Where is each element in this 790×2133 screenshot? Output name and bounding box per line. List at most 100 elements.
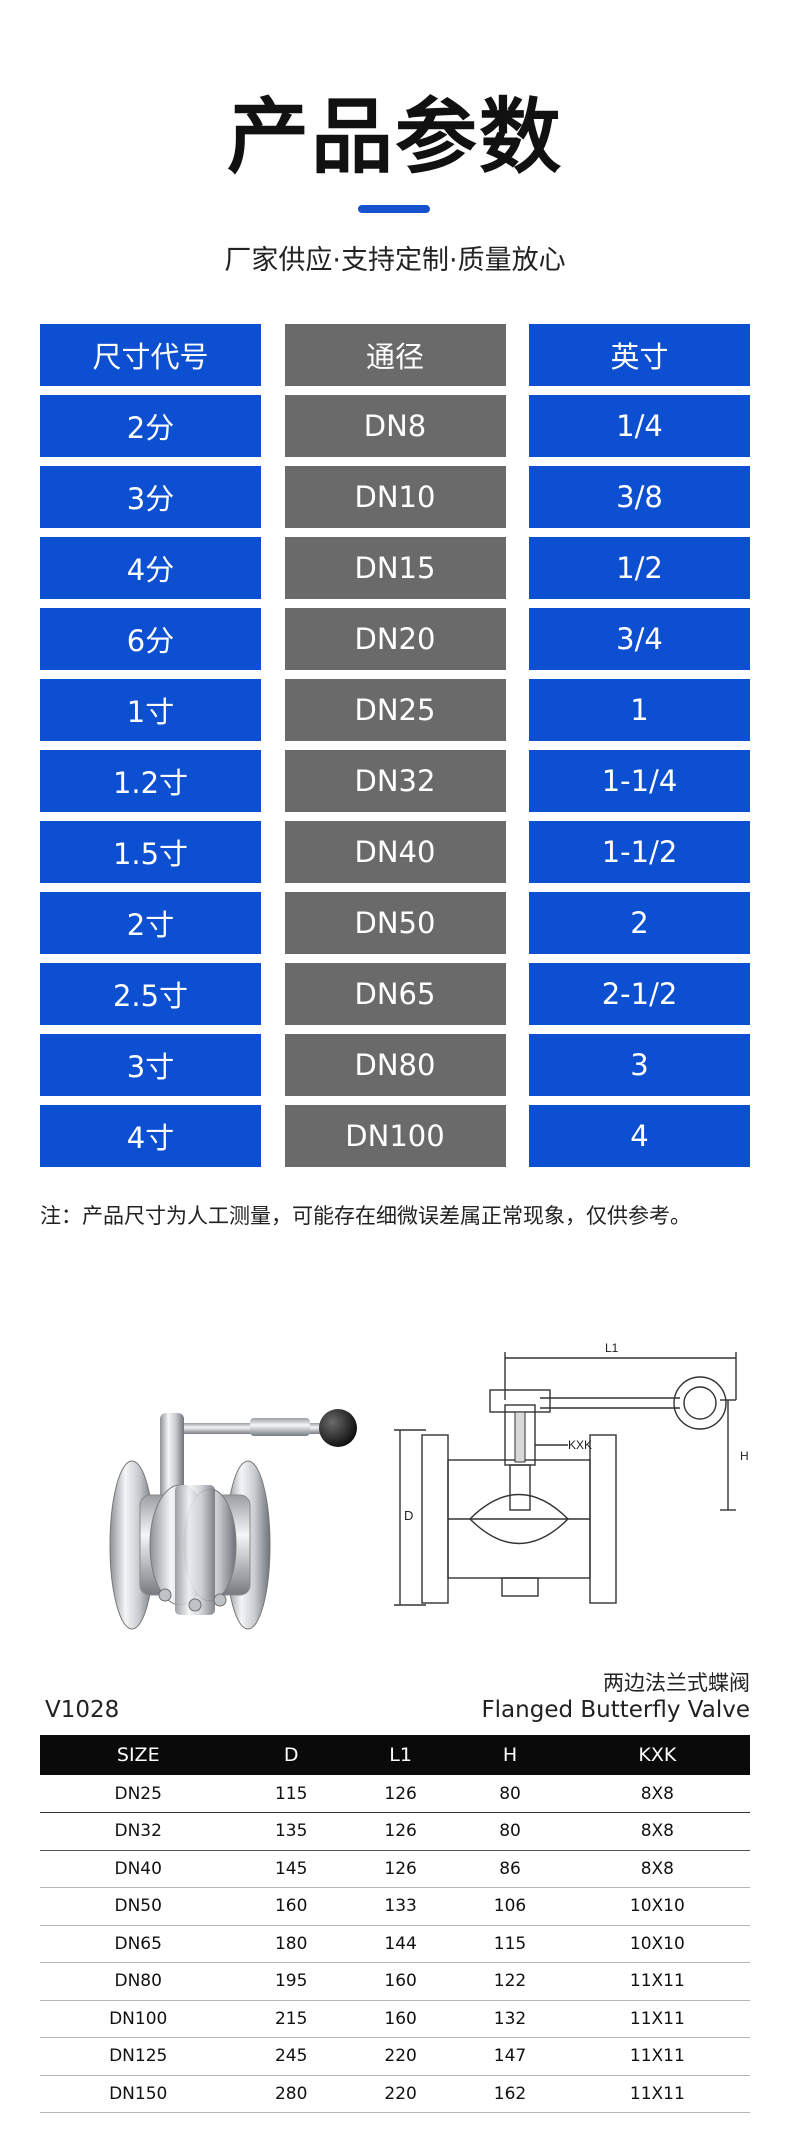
table-row: DN100 215 160 132 11X11 [40, 2000, 750, 2038]
cell-d: 215 [236, 2000, 346, 2038]
cell-kxk: 8X8 [564, 1812, 750, 1851]
col-kxk: KXK [564, 1735, 750, 1775]
model-code: V1028 [45, 1697, 120, 1723]
cell-kxk: 8X8 [564, 1850, 750, 1888]
spec-cell-size-code: 1寸 [40, 679, 261, 741]
cell-kxk: 11X11 [564, 2000, 750, 2038]
spec-cell-inch: 1 [529, 679, 750, 741]
spec-cell-inch: 1/2 [529, 537, 750, 599]
cell-d: 180 [236, 1925, 346, 1963]
cell-size: DN150 [40, 2075, 237, 2113]
title-underline [358, 205, 430, 213]
spec-cell-size-code: 3分 [40, 466, 261, 528]
spec-cell-size-code: 1.2寸 [40, 750, 261, 812]
cell-l1: 133 [345, 1887, 456, 1926]
label-kxk: KXK [568, 1438, 592, 1452]
cell-h: 122 [455, 1962, 565, 2001]
spec-header-inch: 英寸 [529, 324, 750, 386]
spec-cell-bore: DN50 [284, 892, 506, 954]
valve-drawing: L1 KXK H D [394, 1341, 749, 1606]
spec-header-bore: 通径 [284, 324, 506, 386]
col-d: D [236, 1735, 346, 1775]
cell-size: DN40 [40, 1850, 237, 1888]
cell-size: DN80 [40, 1962, 237, 2001]
valve-photo [109, 1409, 357, 1630]
cell-h: 86 [455, 1850, 565, 1888]
table-row: DN32 135 126 80 8X8 [40, 1812, 750, 1851]
cell-h: 106 [455, 1887, 565, 1926]
spec-cell-inch: 3 [529, 1034, 750, 1096]
page-title: 产品参数 [226, 90, 563, 185]
col-h: H [455, 1735, 565, 1775]
cell-l1: 160 [345, 1962, 456, 2001]
cell-l1: 126 [345, 1812, 456, 1851]
cell-h: 147 [455, 2037, 565, 2076]
spec-cell-bore: DN32 [284, 750, 506, 812]
cell-size: DN65 [40, 1925, 237, 1963]
spec-cell-inch: 1-1/4 [529, 750, 750, 812]
spec-row: 3分 DN10 3/8 [40, 466, 750, 528]
table-row: DN150 280 220 162 11X11 [40, 2075, 750, 2113]
cell-kxk: 8X8 [564, 1775, 750, 1813]
spec-row: 2寸 DN50 2 [40, 892, 750, 954]
spec-cell-bore: DN15 [284, 537, 506, 599]
spec-cell-size-code: 2寸 [40, 892, 261, 954]
spec-cell-inch: 3/8 [529, 466, 750, 528]
spec-cell-bore: DN8 [284, 395, 506, 457]
cell-l1: 126 [345, 1775, 456, 1813]
spec-row: 2.5寸 DN65 2-1/2 [40, 963, 750, 1025]
dimension-table: SIZE D L1 H KXK DN25 115 126 80 8X8 DN32… [40, 1735, 750, 2113]
cell-size: DN50 [40, 1887, 237, 1926]
table-row: DN80 195 160 122 11X11 [40, 1962, 750, 2001]
spec-row: 1.5寸 DN40 1-1/2 [40, 821, 750, 883]
cell-d: 145 [236, 1850, 346, 1888]
spec-row: 1寸 DN25 1 [40, 679, 750, 741]
table-row: DN25 115 126 80 8X8 [40, 1775, 750, 1813]
cell-d: 280 [236, 2075, 346, 2113]
cell-h: 80 [455, 1812, 565, 1851]
cell-size: DN25 [40, 1775, 237, 1813]
spec-cell-inch: 2-1/2 [529, 963, 750, 1025]
spec-header-row: 尺寸代号 通径 英寸 [40, 324, 750, 386]
spec-cell-inch: 1-1/2 [529, 821, 750, 883]
table-row: DN125 245 220 147 11X11 [40, 2037, 750, 2076]
cell-l1: 220 [345, 2037, 456, 2076]
spec-cell-bore: DN40 [284, 821, 506, 883]
cell-l1: 220 [345, 2075, 456, 2113]
dimension-header-row: SIZE D L1 H KXK [40, 1735, 750, 1775]
cell-d: 115 [236, 1775, 346, 1813]
spec-row: 2分 DN8 1/4 [40, 395, 750, 457]
spec-row: 4分 DN15 1/2 [40, 537, 750, 599]
cell-kxk: 10X10 [564, 1887, 750, 1926]
label-l1: L1 [605, 1341, 619, 1355]
spec-cell-size-code: 1.5寸 [40, 821, 261, 883]
spec-row: 1.2寸 DN32 1-1/4 [40, 750, 750, 812]
spec-row: 3寸 DN80 3 [40, 1034, 750, 1096]
spec-cell-size-code: 2分 [40, 395, 261, 457]
spec-header-size-code: 尺寸代号 [40, 324, 261, 386]
col-l1: L1 [345, 1735, 456, 1775]
page-subtitle: 厂家供应·支持定制·质量放心 [224, 245, 566, 276]
spec-table: 尺寸代号 通径 英寸 2分 DN8 1/4 3分 DN10 3/8 4分 DN1… [40, 324, 750, 1176]
cell-l1: 144 [345, 1925, 456, 1963]
cell-h: 162 [455, 2075, 565, 2113]
spec-cell-bore: DN20 [284, 608, 506, 670]
spec-cell-bore: DN65 [284, 963, 506, 1025]
cell-size: DN100 [40, 2000, 237, 2038]
cell-d: 195 [236, 1962, 346, 2001]
spec-cell-inch: 1/4 [529, 395, 750, 457]
table-row: DN40 145 126 86 8X8 [40, 1850, 750, 1888]
spec-cell-inch: 3/4 [529, 608, 750, 670]
spec-cell-size-code: 4分 [40, 537, 261, 599]
cell-l1: 126 [345, 1850, 456, 1888]
spec-cell-bore: DN10 [284, 466, 506, 528]
spec-cell-size-code: 2.5寸 [40, 963, 261, 1025]
cell-h: 132 [455, 2000, 565, 2038]
cell-d: 135 [236, 1812, 346, 1851]
spec-cell-size-code: 4寸 [40, 1105, 261, 1167]
spec-cell-bore: DN25 [284, 679, 506, 741]
spec-cell-size-code: 3寸 [40, 1034, 261, 1096]
table-row: DN50 160 133 106 10X10 [40, 1887, 750, 1926]
cell-h: 115 [455, 1925, 565, 1963]
cell-kxk: 11X11 [564, 1962, 750, 2001]
